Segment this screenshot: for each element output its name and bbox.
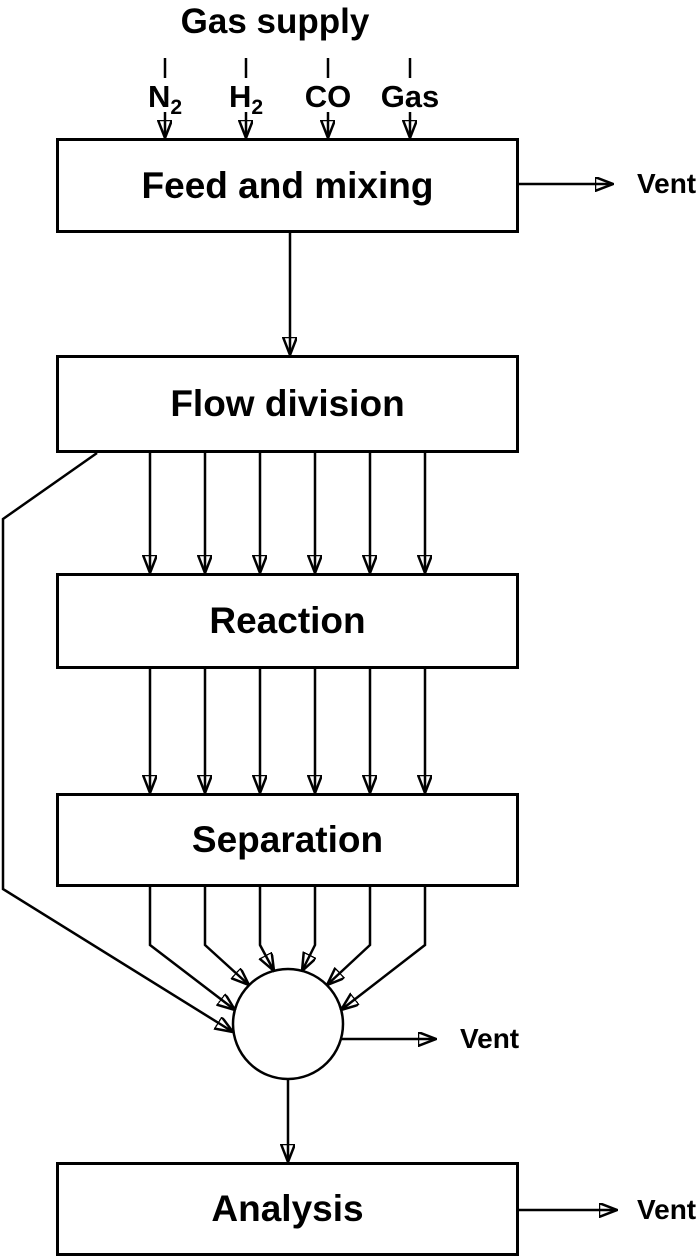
flow-division-box: Flow division (56, 355, 519, 453)
flow-division-label: Flow division (170, 383, 405, 424)
gas-inlet-label-gas: Gas (380, 79, 440, 114)
gas-inlet-arrows (165, 112, 410, 138)
analysis-box: Analysis (56, 1162, 519, 1256)
bypass-line (1, 451, 233, 1032)
vent-label-bottom: Vent (637, 1194, 697, 1225)
gas-inlet-label-n2: N2 (147, 79, 183, 120)
valve-circle (231, 967, 345, 1081)
vent-label-middle: Vent (460, 1023, 520, 1054)
reaction-box: Reaction (56, 573, 519, 669)
reaction-label: Reaction (209, 600, 366, 641)
separation-box: Separation (56, 793, 519, 887)
separation-label: Separation (191, 819, 384, 860)
gas-inlet-label-h2: H2 (228, 79, 264, 120)
reaction-to-separation-arrows (150, 669, 425, 793)
separation-to-valve-arrows (148, 887, 427, 1010)
flow-to-reaction-arrows (150, 453, 425, 573)
feed-and-mixing-label: Feed and mixing (141, 164, 434, 206)
analysis-label: Analysis (211, 1188, 364, 1229)
vent-label-top: Vent (637, 168, 697, 199)
gas-inlet-label-co: CO (304, 79, 352, 114)
diagram-title: Gas supply (180, 2, 370, 41)
feed-and-mixing-box: Feed and mixing (56, 138, 519, 233)
gas-supply-dashes (163, 58, 412, 78)
